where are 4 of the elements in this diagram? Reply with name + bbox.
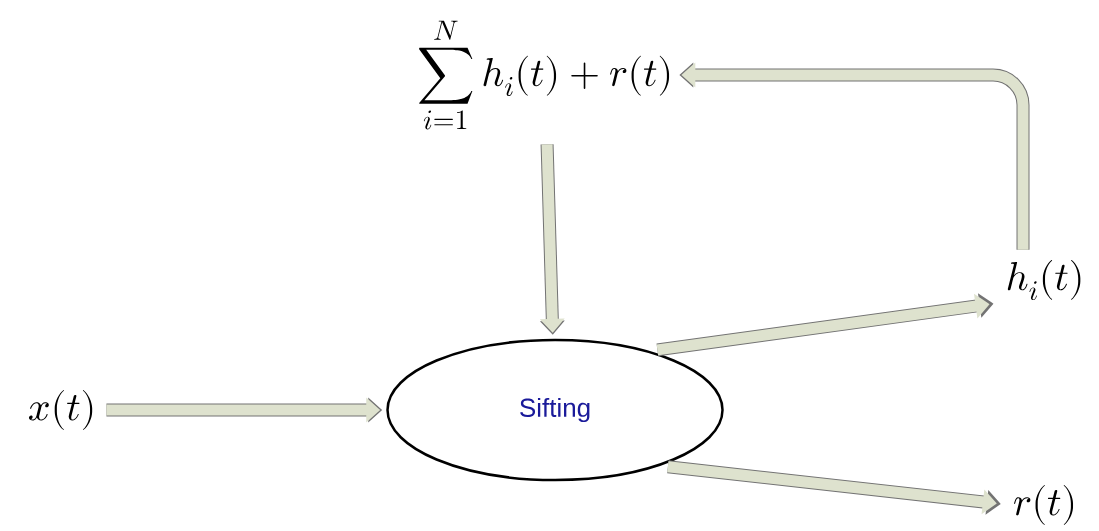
formula-label: $\sum_{i=1}^{N} h_i(t)+r(t)$ <box>419 20 670 130</box>
formula-label: $h_i(t)$ <box>1007 259 1081 301</box>
formula-label: $r(t)$ <box>1014 485 1073 525</box>
formula-label: $x(t)$ <box>28 390 93 430</box>
